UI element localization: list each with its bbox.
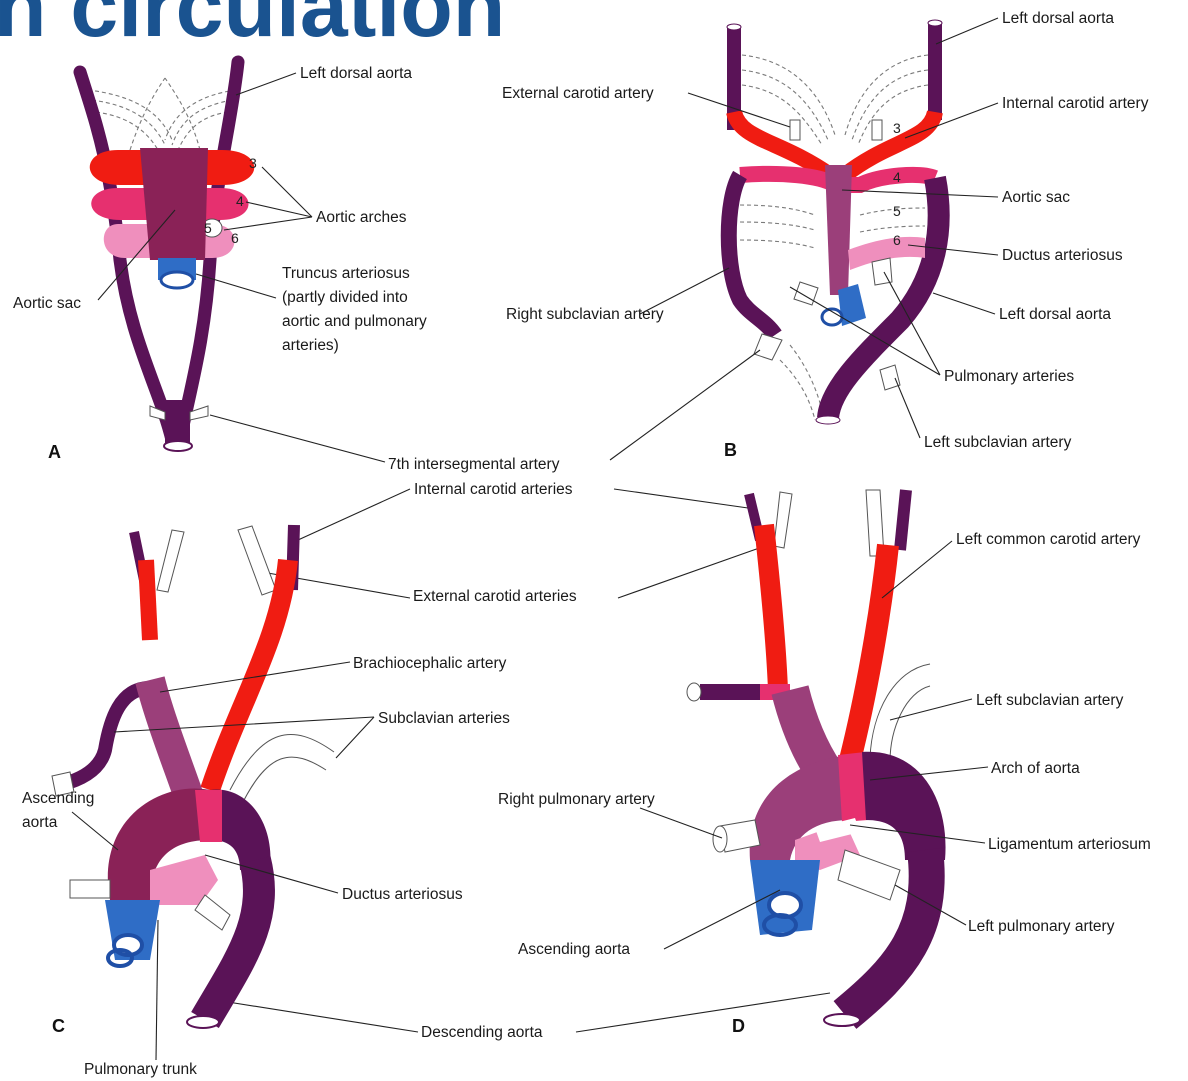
- label-d-arch-of-aorta: Arch of aorta: [991, 760, 1080, 777]
- label-b-left-dorsal-aorta: Left dorsal aorta: [999, 306, 1111, 323]
- panel-b-ext-carotid-left: [872, 120, 882, 140]
- label-b-left-subclavian: Left subclavian artery: [924, 434, 1072, 451]
- label-c-pulmonary-trunk: Pulmonary trunk: [84, 1061, 197, 1078]
- label-a-aortic-arches: Aortic arches: [316, 209, 407, 226]
- panel-b-ext-carotid-right: [790, 120, 800, 140]
- panel-d-letter: D: [732, 1016, 745, 1036]
- panel-b-right-subclavian: [729, 175, 775, 335]
- label-d-left-subclavian: Left subclavian artery: [976, 692, 1124, 709]
- label-b-pulmonary-arteries: Pulmonary arteries: [944, 368, 1074, 385]
- label-b-ductus: Ductus arteriosus: [1002, 247, 1123, 264]
- panel-b-left-dorsal-opening: [928, 20, 942, 26]
- panel-b-leader-dorsal-top: [936, 18, 998, 44]
- label-c-brachiocephalic: Brachiocephalic artery: [353, 655, 507, 672]
- panel-a-leader-dorsal: [236, 73, 296, 95]
- panel-b-arch-number-5: 5: [893, 203, 901, 219]
- label-c-subclavian: Subclavian arteries: [378, 710, 510, 727]
- panel-b: 3 4 5 6 B Left dorsal aorta External car…: [502, 10, 1149, 460]
- panel-a-arch-number-5: 5: [204, 220, 212, 236]
- label-descending-aorta: Descending aorta: [421, 1024, 543, 1041]
- label-a-truncus-2: (partly divided into: [282, 289, 408, 306]
- panel-d-descending-opening: [824, 1014, 860, 1026]
- panel-b-leader-sac: [842, 190, 998, 197]
- label-d-left-common-carotid: Left common carotid artery: [956, 531, 1141, 548]
- panel-d-right-external-carotid: [774, 492, 792, 548]
- panel-b-leader-internal: [905, 103, 998, 138]
- panel-b-right-carotid: [734, 112, 830, 175]
- label-c-ascending-2: aorta: [22, 814, 58, 831]
- panel-d-ascending-opening-1: [769, 893, 801, 917]
- leader-internal-c: [298, 489, 410, 540]
- leader-7th-b: [610, 350, 760, 460]
- panel-c-right-common-carotid: [146, 560, 150, 640]
- panel-b-arch-number-4: 4: [893, 169, 901, 185]
- panel-d-right-common-carotid: [764, 525, 778, 690]
- leader-descending-c: [228, 1002, 418, 1032]
- panel-d-right-subclavian-opening: [687, 683, 701, 701]
- label-b-left-dorsal-aorta-top: Left dorsal aorta: [1002, 10, 1114, 27]
- panel-b-letter: B: [724, 440, 737, 460]
- label-internal-carotid-arteries: Internal carotid arteries: [414, 481, 573, 498]
- label-d-left-pulmonary: Left pulmonary artery: [968, 918, 1115, 935]
- panel-b-leader-left-subclavian: [895, 378, 920, 438]
- panel-a-truncus-opening: [161, 272, 193, 288]
- panel-a-aortic-sac: [140, 148, 208, 260]
- panel-a-descending-trunk: [165, 400, 190, 445]
- panel-c-brachiocephalic: [150, 680, 190, 800]
- panel-b-arch-number-6: 6: [893, 232, 901, 248]
- panel-c-leader-ascending: [72, 812, 118, 850]
- panel-d-right-pulmonary-opening: [713, 826, 727, 852]
- panel-c-leader-pulm-trunk: [156, 920, 158, 1060]
- panel-d-arch-dark: [862, 752, 946, 860]
- panel-d-left-internal-carotid: [900, 490, 906, 550]
- label-d-ascending-aorta: Ascending aorta: [518, 941, 630, 958]
- panel-b-right-intersegmental: [754, 334, 782, 360]
- label-c-ascending-1: Ascending: [22, 790, 94, 807]
- panel-a-arch-number-6: 6: [231, 230, 239, 246]
- panel-c-left-subclavian: [230, 746, 330, 800]
- panel-c: C Brachiocephalic artery Subclavian arte…: [22, 525, 510, 1078]
- panel-b-left-carotid: [845, 112, 935, 175]
- label-b-right-subclavian: Right subclavian artery: [506, 306, 664, 323]
- panel-b-aorta-opening: [816, 416, 840, 424]
- leader-7th-a: [210, 415, 385, 462]
- label-b-external-carotid: External carotid artery: [502, 85, 654, 102]
- panel-c-right-subclavian: [60, 688, 150, 785]
- panel-a-aorta-opening: [164, 441, 192, 451]
- label-b-aortic-sac: Aortic sac: [1002, 189, 1070, 206]
- panel-d-left-pulmonary: [838, 850, 900, 900]
- panel-b-leader-left-dorsal: [933, 293, 995, 314]
- leader-descending-d: [576, 993, 830, 1032]
- panel-a-dashed-vessels: [88, 78, 236, 150]
- slide-title: n circulation: [0, 0, 505, 55]
- label-d-ligamentum: Ligamentum arteriosum: [988, 836, 1151, 853]
- panel-d: D Left common carotid artery Left subcla…: [498, 490, 1151, 1036]
- label-c-ductus: Ductus arteriosus: [342, 886, 463, 903]
- label-a-left-dorsal-aorta: Left dorsal aorta: [300, 65, 412, 82]
- panel-a-arch-number-4: 4: [236, 193, 244, 209]
- panel-b-aortic-sac: [825, 165, 852, 295]
- leader-internal-d: [614, 489, 748, 508]
- label-a-aortic-sac: Aortic sac: [13, 295, 81, 312]
- label-d-right-pulmonary: Right pulmonary artery: [498, 791, 655, 808]
- panel-c-descending-opening: [187, 1016, 219, 1028]
- panel-a-arch-number-3: 3: [249, 155, 257, 171]
- panel-a: 3 4 5 6 A Left dorsal aorta Aortic arche…: [13, 62, 427, 462]
- panel-c-letter: C: [52, 1016, 65, 1036]
- panel-b-arch-number-3: 3: [893, 120, 901, 136]
- panel-a-letter: A: [48, 442, 61, 462]
- panel-d-leader-rpa: [640, 808, 722, 838]
- label-a-truncus-1: Truncus arteriosus: [282, 265, 410, 282]
- label-a-truncus-4: arteries): [282, 337, 339, 354]
- panel-b-right-dorsal-opening: [727, 24, 741, 30]
- panel-b-left-intersegmental: [880, 365, 900, 390]
- panel-d-left-subclavian: [880, 675, 930, 760]
- label-b-internal-carotid: Internal carotid artery: [1002, 95, 1149, 112]
- label-7th-intersegmental: 7th intersegmental artery: [388, 456, 560, 473]
- panel-c-right-pulmonary: [70, 880, 110, 898]
- label-external-carotid-arteries: External carotid arteries: [413, 588, 577, 605]
- label-a-truncus-3: aortic and pulmonary: [282, 313, 427, 330]
